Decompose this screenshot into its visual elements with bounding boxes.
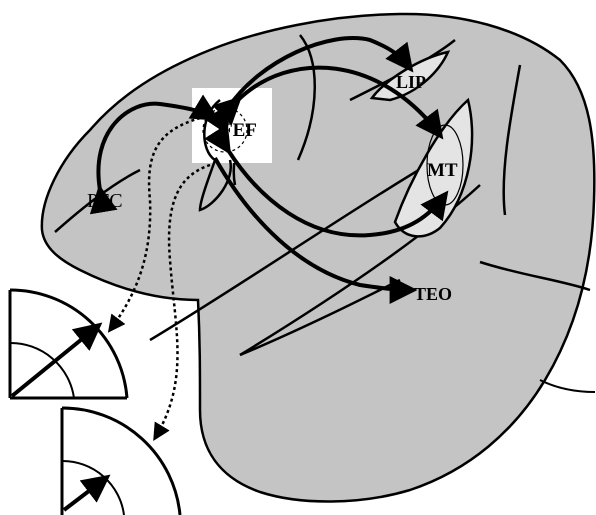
temporal-sulcus-lower <box>479 260 591 292</box>
lunate-sulcus <box>502 64 522 216</box>
cortex-outline <box>40 12 596 503</box>
fef-lip-arrow <box>203 36 414 135</box>
label-teo: TEO <box>414 284 452 304</box>
occipital-sulcus <box>539 379 596 393</box>
fef-mt-arrow <box>212 65 444 140</box>
vector-upper <box>10 322 103 398</box>
visual-field-lower <box>60 406 182 515</box>
label-mt: MT <box>427 160 458 181</box>
fef-teo-arrow <box>213 157 418 304</box>
vector-lower <box>62 474 111 512</box>
dotted-projection-lower <box>153 163 211 441</box>
fef-mt-lower-arrow <box>204 123 449 238</box>
dotted-projection-upper <box>107 116 201 333</box>
visual-field-upper <box>8 288 129 400</box>
label-pfc: PFC <box>87 190 123 212</box>
label-fef: FEF <box>221 120 257 141</box>
pfc-fef-arrow <box>89 94 220 215</box>
label-lip: LIP <box>396 72 426 92</box>
